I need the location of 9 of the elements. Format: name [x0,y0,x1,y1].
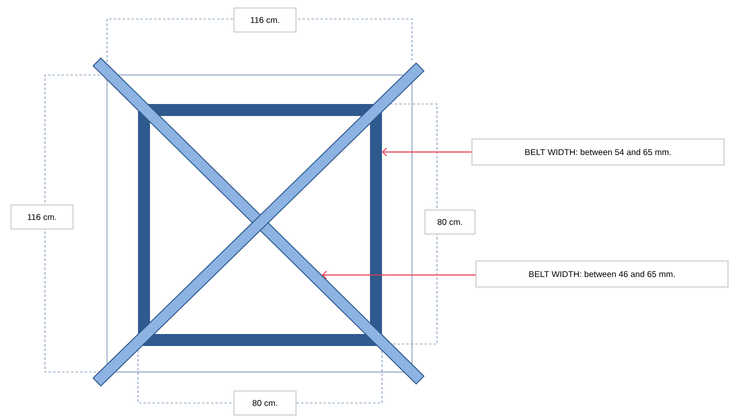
dimension-label: 116 cm. [234,8,296,32]
callout-box: BELT WIDTH: between 46 and 65 mm. [476,260,728,288]
dimension-label: 116 cm. [10,204,74,230]
leader-arrow [382,148,472,156]
dimension-label: 80 cm. [424,210,476,234]
frame-drawing [138,104,382,346]
dimension-label: 80 cm. [234,390,296,416]
callout-box: BELT WIDTH: between 54 and 65 mm. [472,138,724,166]
leader-arrow [322,270,476,280]
